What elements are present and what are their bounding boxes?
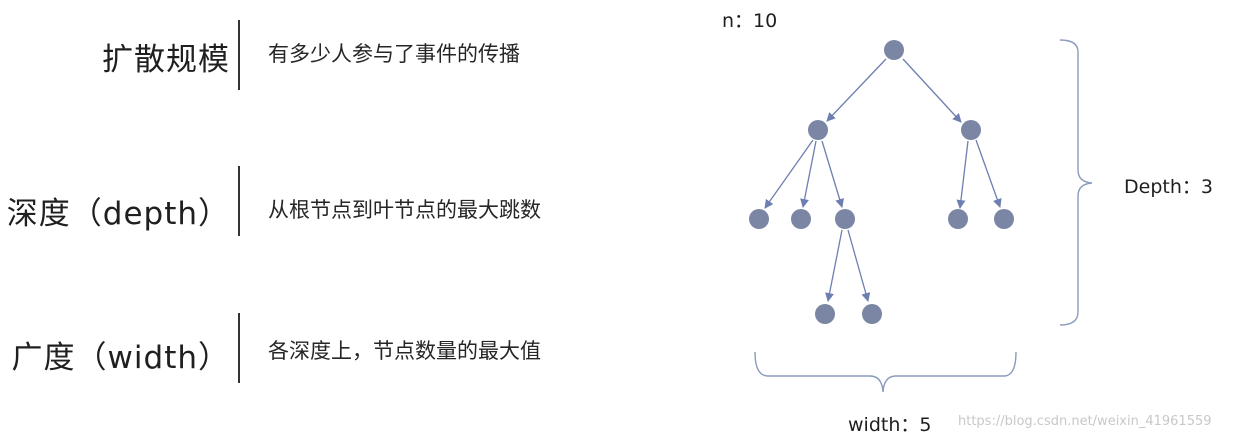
term-description: 从根节点到叶节点的最大跳数	[268, 198, 541, 222]
term-description: 有多少人参与了事件的传播	[268, 42, 520, 66]
tree-node	[791, 209, 811, 229]
tree-edge	[800, 140, 817, 208]
tree-edge	[826, 58, 887, 122]
tree-edge	[825, 229, 843, 302]
tree-edge	[902, 58, 962, 123]
tree-node	[862, 304, 882, 324]
tree-edge	[847, 229, 871, 302]
divider-line	[238, 166, 240, 236]
depth-brace	[1059, 39, 1093, 326]
term-description: 各深度上，节点数量的最大值	[268, 339, 541, 363]
term-label: 扩散规模	[102, 42, 230, 78]
divider-line	[238, 313, 240, 383]
tree-edge	[975, 139, 1002, 208]
tree-edges	[764, 58, 1002, 302]
tree-node	[994, 209, 1014, 229]
tree-edge	[956, 140, 969, 209]
width-value-label: width：5	[848, 414, 932, 436]
tree-node	[835, 209, 855, 229]
tree-nodes	[749, 40, 1014, 324]
divider-line	[238, 20, 240, 90]
term-label: 广度（width）	[11, 340, 230, 376]
depth-value-label: Depth：3	[1124, 176, 1213, 198]
node-count-label: n：10	[722, 10, 778, 32]
tree-node	[808, 120, 828, 140]
tree-node-root	[884, 40, 904, 60]
tree-node	[749, 209, 769, 229]
tree-edge	[821, 140, 844, 208]
tree-node	[948, 209, 968, 229]
tree-node	[815, 304, 835, 324]
watermark-text: https://blog.csdn.net/weixin_41961559	[958, 414, 1212, 429]
tree-edge	[764, 139, 814, 209]
width-brace	[754, 351, 1017, 393]
term-label: 深度（depth）	[6, 196, 230, 232]
tree-node	[961, 120, 981, 140]
